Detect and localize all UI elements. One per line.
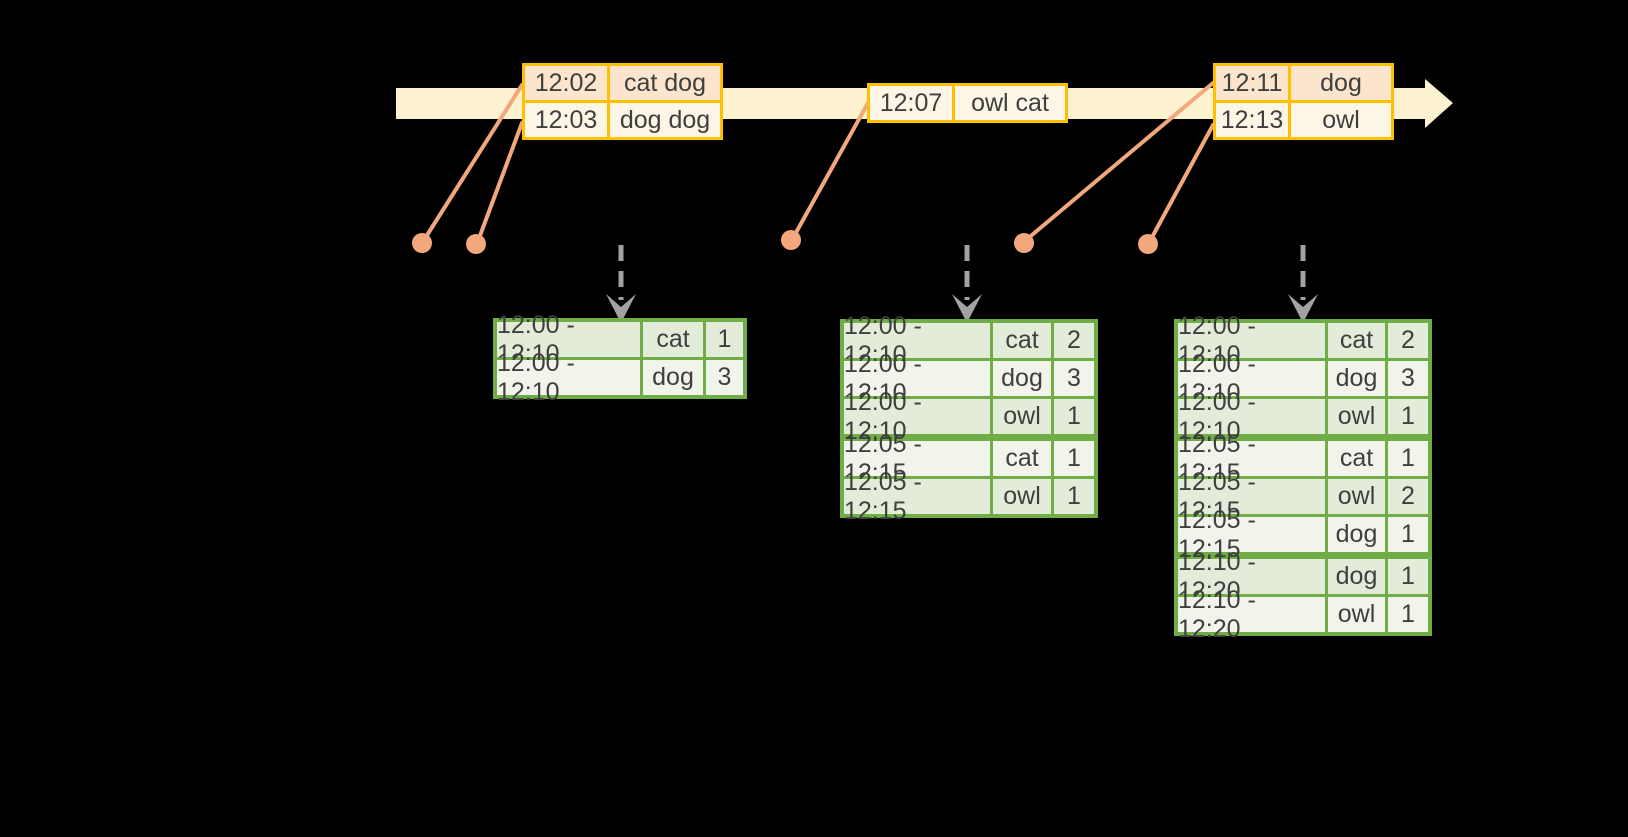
event-time-cell: 12:02	[525, 66, 607, 100]
result-count-cell: 3	[1054, 361, 1094, 396]
event-dot	[781, 230, 801, 250]
event-connector-line	[1148, 123, 1215, 243]
event-dot	[412, 233, 432, 253]
result-window-cell: 12:00 - 12:10	[844, 350, 990, 407]
event-words-cell: cat dog	[610, 66, 720, 100]
event-dot	[466, 234, 486, 254]
result-count-cell: 1	[1388, 517, 1428, 552]
result-count-cell: 1	[1054, 479, 1094, 514]
result-word-cell: owl	[1328, 399, 1385, 434]
result-window-cell: 12:00 - 12:10	[1178, 312, 1325, 369]
trigger-arrowhead-icon	[606, 294, 636, 323]
result-window-cell: 12:10 - 12:20	[1178, 586, 1325, 643]
result-window-cell: 12:05 - 12:15	[844, 468, 990, 525]
result-count-cell: 1	[1054, 441, 1094, 476]
result-window-cell: 12:00 - 12:10	[844, 388, 990, 445]
result-count-cell: 2	[1388, 479, 1428, 514]
result-window-cell: 12:00 - 12:10	[844, 312, 990, 369]
result-word-cell: dog	[1328, 559, 1385, 594]
result-word-cell: dog	[643, 360, 703, 395]
result-count-cell: 1	[1388, 441, 1428, 476]
result-count-cell: 1	[706, 322, 743, 357]
event-connector-line	[422, 83, 524, 242]
result-word-cell: owl	[993, 399, 1051, 434]
result-word-cell: dog	[1328, 361, 1385, 396]
timeline-arrowhead	[1425, 79, 1453, 128]
result-word-cell: cat	[993, 323, 1051, 358]
event-words-cell: owl	[1291, 103, 1391, 137]
trigger-arrowhead-icon	[952, 294, 982, 323]
result-window-cell: 12:10 - 12:20	[1178, 548, 1325, 605]
event-dot	[1014, 233, 1034, 253]
result-count-cell: 3	[1388, 361, 1428, 396]
result-count-cell: 2	[1054, 323, 1094, 358]
event-connector-line	[791, 101, 870, 240]
event-time-cell: 12:13	[1216, 103, 1288, 137]
result-count-cell: 1	[1388, 597, 1428, 632]
event-words-cell: dog	[1291, 66, 1391, 100]
result-count-cell: 1	[1388, 399, 1428, 434]
event-dot	[1138, 234, 1158, 254]
result-word-cell: owl	[1328, 479, 1385, 514]
event-connector-line	[476, 121, 524, 243]
event-connector-line	[1024, 81, 1215, 242]
result-word-cell: owl	[1328, 597, 1385, 632]
event-words-cell: dog dog	[610, 103, 720, 137]
event-time-cell: 12:03	[525, 103, 607, 137]
result-word-cell: cat	[1328, 323, 1385, 358]
result-window-cell: 12:00 - 12:10	[1178, 388, 1325, 445]
result-word-cell: cat	[993, 441, 1051, 476]
result-word-cell: owl	[993, 479, 1051, 514]
trigger-arrowhead-icon	[1288, 294, 1318, 323]
event-time-cell: 12:07	[870, 86, 952, 120]
result-word-cell: cat	[1328, 441, 1385, 476]
result-count-cell: 1	[1388, 559, 1428, 594]
event-words-cell: owl cat	[955, 86, 1065, 120]
result-window-cell: 12:00 - 12:10	[497, 349, 640, 406]
result-window-cell: 12:05 - 12:15	[1178, 468, 1325, 525]
result-count-cell: 1	[1054, 399, 1094, 434]
result-count-cell: 2	[1388, 323, 1428, 358]
result-word-cell: cat	[643, 322, 703, 357]
event-time-cell: 12:11	[1216, 66, 1288, 100]
result-count-cell: 3	[706, 360, 743, 395]
result-word-cell: dog	[1328, 517, 1385, 552]
result-word-cell: dog	[993, 361, 1051, 396]
